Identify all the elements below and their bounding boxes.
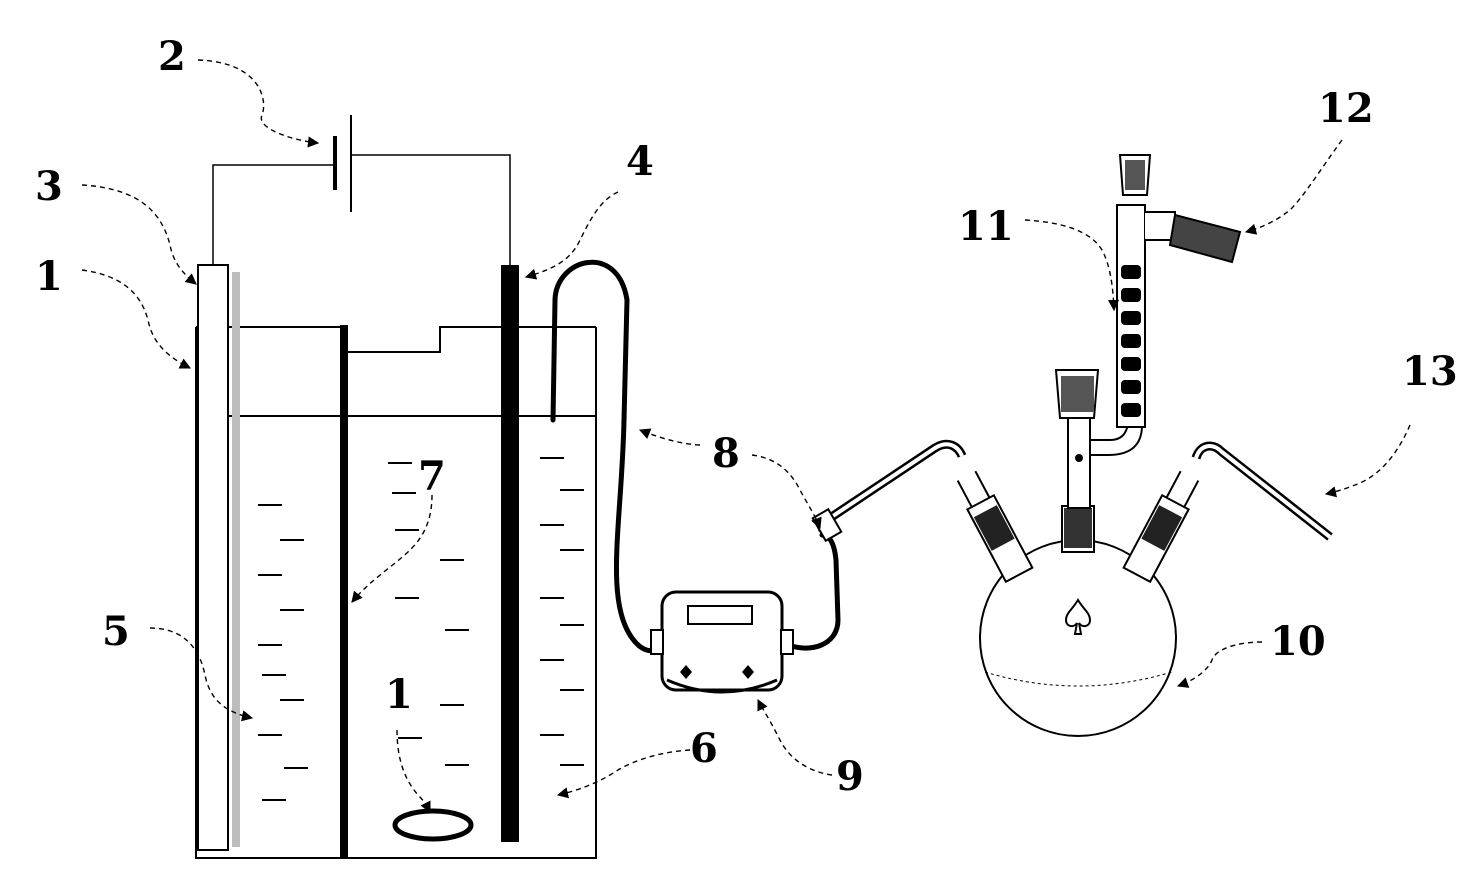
three-neck-flask (956, 470, 1200, 737)
label-9: 9 (836, 753, 864, 800)
label-7: 7 (418, 453, 446, 500)
membrane (340, 325, 348, 858)
label-10: 10 (1270, 618, 1326, 665)
glass-inlet-tube (811, 439, 967, 543)
label-4: 4 (626, 138, 654, 185)
spade-symbol (1064, 598, 1092, 635)
electrolyte-dashes-right (540, 457, 584, 766)
label-3: 3 (35, 163, 63, 210)
pump-display (687, 605, 753, 625)
side-outlet-stopper (1168, 213, 1242, 264)
cathode-plate (501, 265, 519, 842)
label-1-stir-bar: 1 (385, 671, 413, 718)
electrolyte-dashes-middle (388, 462, 469, 766)
label-5: 5 (102, 608, 130, 655)
electrolyte-dashes-left (258, 504, 308, 801)
gas-outlet-tube (1191, 441, 1333, 541)
power-source-circuit (212, 115, 511, 265)
leader-arrows (81, 59, 1411, 814)
label-6: 6 (690, 725, 718, 772)
label-13: 13 (1402, 348, 1458, 395)
stir-bar (392, 808, 474, 842)
tubing-tank-to-pump (550, 259, 665, 654)
anode-plate (197, 264, 240, 851)
label-11: 11 (958, 203, 1014, 250)
label-1: 1 (35, 253, 63, 300)
callout-labels: 2 3 1 4 5 7 1 8 6 9 10 11 12 13 (35, 33, 1458, 800)
center-neck-stopper (1064, 508, 1092, 548)
label-8: 8 (712, 430, 740, 477)
peristaltic-pump (650, 590, 794, 694)
adapter-condenser (1054, 154, 1242, 509)
label-2: 2 (158, 33, 186, 80)
electrolytic-tank (195, 326, 597, 859)
label-12: 12 (1318, 85, 1374, 132)
